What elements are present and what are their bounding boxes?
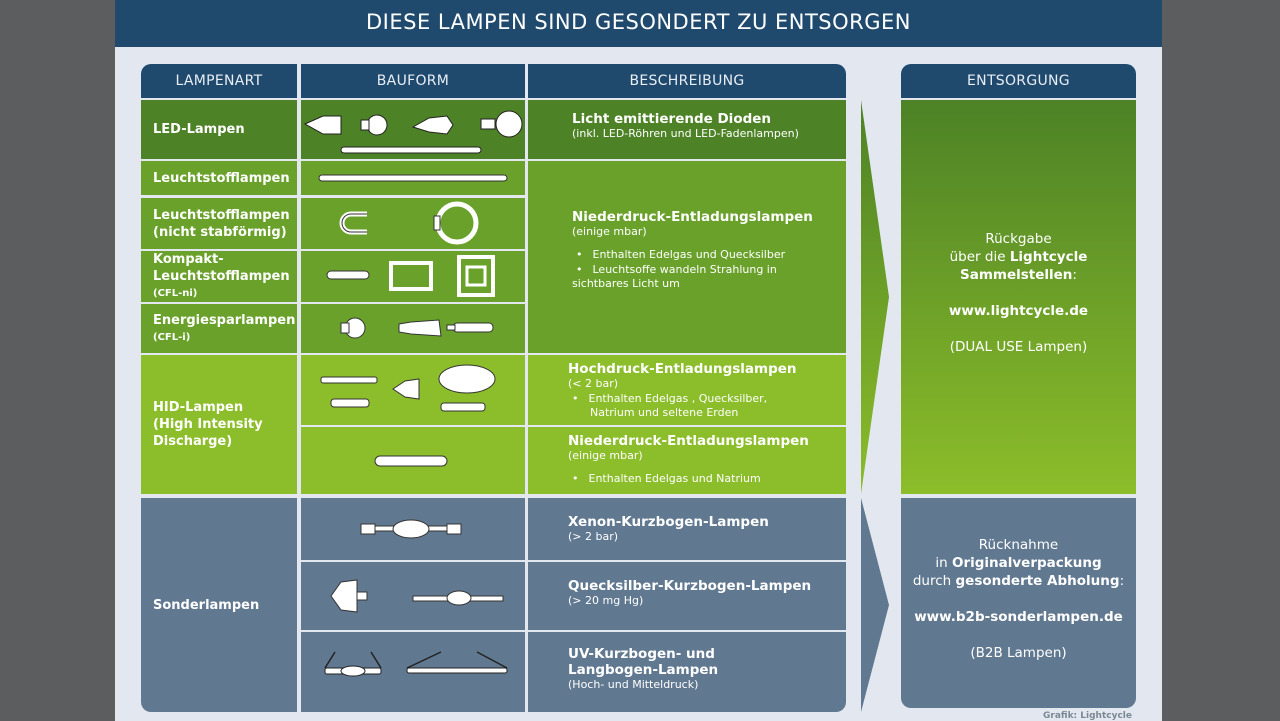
- header-beschreibung: BESCHREIBUNG: [528, 64, 846, 98]
- b2b-url[interactable]: www.b2b-sonderlampen.de: [914, 609, 1123, 625]
- row-label-led: LED-Lampen: [141, 100, 297, 159]
- bauform-leuchtstoff-nicht-stab: [301, 198, 525, 249]
- hid-lamp-icon: [320, 364, 496, 412]
- u-tube-icon: [339, 201, 479, 245]
- desc-niederdruck-hg: Niederdruck-Entladungslampen (einige mba…: [528, 161, 846, 353]
- sodium-lamp-icon: [374, 455, 448, 467]
- desc-uv: UV-Kurzbogen- und Langbogen-Lampen (Hoch…: [528, 632, 846, 712]
- bauform-hid-niederdruck: [301, 427, 525, 494]
- led-bulb-icon: [303, 110, 523, 154]
- bauform-led: [301, 100, 525, 159]
- desc-xenon: Xenon-Kurzbogen-Lampen (> 2 bar): [528, 498, 846, 560]
- desc-niederdruck-na: Niederdruck-Entladungslampen (einige mba…: [528, 427, 846, 494]
- row-label-sonderlampen: Sonderlampen: [141, 498, 297, 712]
- fluorescent-tube-icon: [318, 174, 508, 182]
- desc-quecksilber: Quecksilber-Kurzbogen-Lampen (> 20 mg Hg…: [528, 562, 846, 630]
- header-bauform: BAUFORM: [301, 64, 525, 98]
- bauform-leuchtstoff: [301, 161, 525, 195]
- row-label-kompakt: Kompakt- Leuchtstofflampen (CFL-ni): [141, 251, 297, 302]
- row-label-leuchtstoff: Leuchtstofflampen: [141, 161, 297, 195]
- disposal-lightcycle: Rückgabe über die Lightcycle Sammelstell…: [901, 100, 1136, 494]
- row-label-leuchtstoff-nicht-stab: Leuchtstofflampen (nicht stabförmig): [141, 198, 297, 249]
- bauform-kompakt: [301, 251, 525, 302]
- disposal-sonderlampen: Rücknahme in Originalverpackung durch ge…: [901, 498, 1136, 708]
- page-title: DIESE LAMPEN SIND GESONDERT ZU ENTSORGEN: [115, 0, 1162, 47]
- desc-hochdruck: Hochdruck-Entladungslampen (< 2 bar) Ent…: [528, 355, 846, 425]
- bauform-energiespar: [301, 304, 525, 353]
- energy-saving-lamp-icon: [340, 317, 494, 339]
- bauform-xenon: [301, 498, 525, 560]
- header-lampenart: LAMPENART: [141, 64, 297, 98]
- mercury-lamp-icon: [330, 579, 504, 613]
- lightcycle-url[interactable]: www.lightcycle.de: [948, 303, 1089, 319]
- image-credit: Grafik: Lightcycle: [1043, 711, 1132, 721]
- desc-led: Licht emittierende Dioden (inkl. LED-Röh…: [528, 100, 846, 159]
- arrow-green-icon: [861, 100, 889, 494]
- header-entsorgung: ENTSORGUNG: [901, 64, 1136, 98]
- cfl-icon: [326, 255, 495, 297]
- row-label-hid: HID-Lampen (High Intensity Discharge): [141, 355, 297, 494]
- arrow-grey-icon: [861, 498, 889, 712]
- row-label-energiespar: Energiesparlampen (CFL-i): [141, 304, 297, 353]
- bullet-list: Enthalten Edelgas und Quecksilber Leucht…: [572, 247, 846, 277]
- infographic-sheet: DIESE LAMPEN SIND GESONDERT ZU ENTSORGEN…: [115, 0, 1162, 721]
- uv-lamp-icon: [324, 651, 508, 677]
- bauform-hid-hochdruck: [301, 355, 525, 425]
- bauform-quecksilber: [301, 562, 525, 630]
- xenon-lamp-icon: [360, 519, 462, 539]
- bauform-uv: [301, 632, 525, 712]
